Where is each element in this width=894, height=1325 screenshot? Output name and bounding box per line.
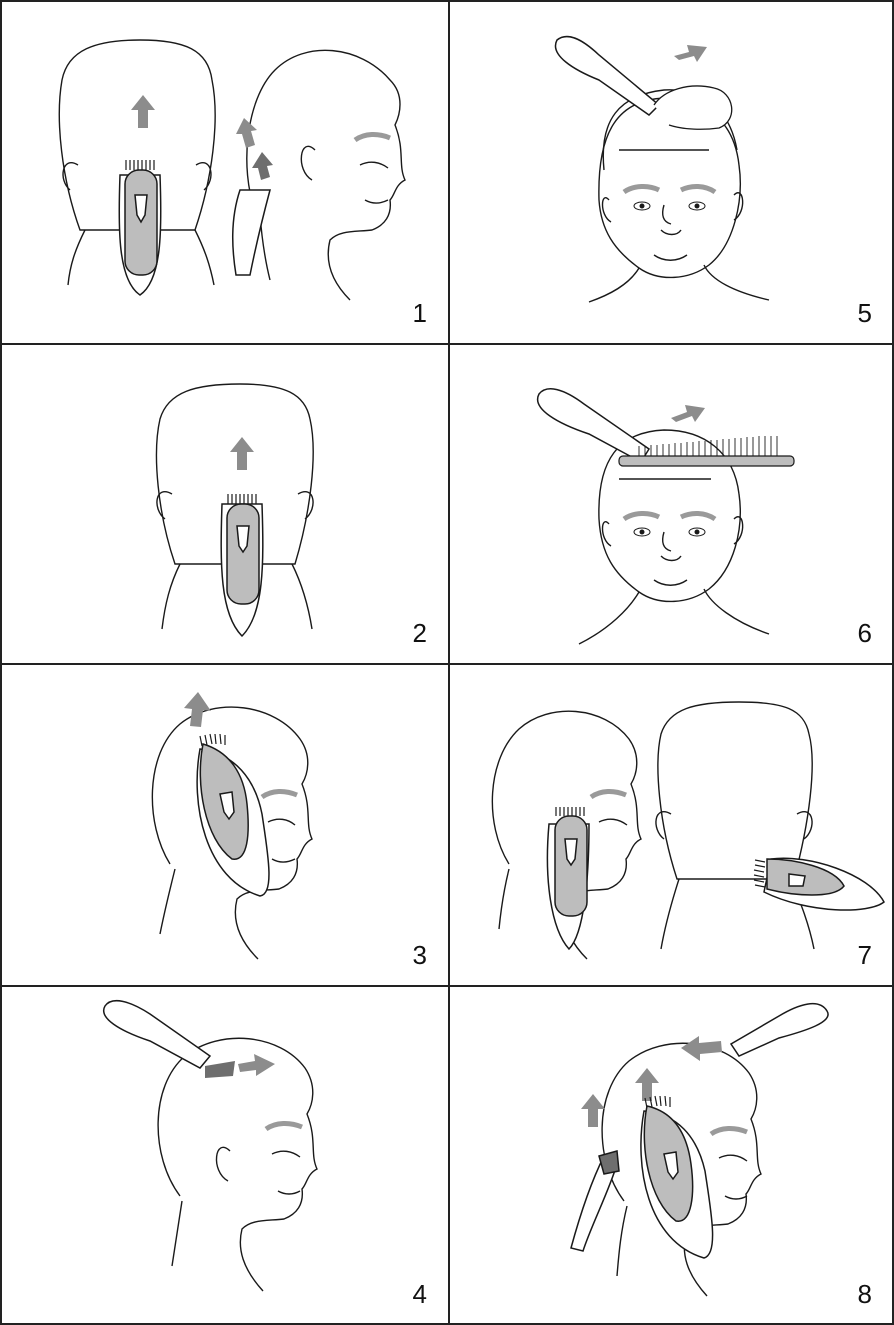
mouth (654, 580, 687, 585)
clipper-side (197, 734, 269, 896)
arrow-right (674, 45, 707, 62)
trimmer (538, 389, 649, 462)
arrow-right-dark (205, 1061, 235, 1078)
arrow-up-side-dark (252, 152, 273, 180)
panel-3: 3 (0, 664, 449, 986)
panel-4: 4 (0, 986, 449, 1325)
hand (654, 86, 732, 129)
step-number: 4 (413, 1281, 427, 1307)
side-ear (301, 146, 315, 180)
right-eyebrow (681, 513, 715, 519)
eyebrow (262, 791, 297, 797)
panel-1: 1 (0, 0, 449, 344)
trimmer (731, 1004, 828, 1056)
ear (216, 1147, 230, 1181)
panel-4-illustration (0, 986, 449, 1325)
trimmer (555, 36, 659, 115)
step-number: 6 (858, 620, 872, 646)
mouth (654, 255, 687, 260)
small-trimmer (571, 1151, 619, 1251)
clipper-back (221, 494, 263, 636)
step-number: 5 (858, 300, 872, 326)
eyebrow (591, 791, 626, 797)
mouth-line (272, 859, 295, 862)
side-head-outline (247, 50, 405, 300)
left-eyebrow (624, 513, 659, 519)
arrow-right (671, 405, 705, 422)
clipper-side (233, 190, 270, 275)
trimmer (104, 1001, 210, 1068)
back-head-outline (658, 702, 812, 879)
panel-6-illustration (449, 344, 894, 664)
arrow-up-side (236, 118, 257, 148)
step-number: 2 (413, 620, 427, 646)
step-number: 1 (413, 300, 427, 326)
panel-2-illustration (0, 344, 449, 664)
panel-5: 5 (449, 0, 894, 344)
clipper-horizontal (754, 858, 884, 910)
arrow-left (681, 1036, 722, 1061)
step-number: 7 (858, 942, 872, 968)
panel-1-illustration (0, 0, 449, 344)
right-eyebrow (681, 186, 715, 192)
panel-6: 6 (449, 344, 894, 664)
right-ear (298, 492, 313, 519)
left-eyebrow (624, 186, 659, 192)
arrow-up-left (581, 1094, 605, 1127)
clipper-side (547, 807, 589, 949)
step-number: 3 (413, 942, 427, 968)
eyebrow (355, 134, 390, 140)
side-head-outline (158, 1038, 317, 1291)
eye-line (268, 819, 295, 825)
panel-2: 2 (0, 344, 449, 664)
arrow-right (238, 1054, 275, 1076)
neck (579, 592, 639, 644)
clipper-back (119, 160, 161, 295)
panel-7: 7 (449, 664, 894, 986)
panel-5-illustration (449, 0, 894, 344)
comb (619, 456, 794, 466)
arrow-up (230, 437, 254, 470)
panel-7-illustration (449, 664, 894, 986)
eyebrow (266, 1123, 302, 1129)
panel-8: 8 (449, 986, 894, 1325)
eyebrow (711, 1128, 747, 1134)
panel-3-illustration (0, 664, 449, 986)
neck (589, 268, 639, 302)
step-number: 8 (858, 1281, 872, 1307)
panel-8-illustration (449, 986, 894, 1325)
clipper-side (641, 1096, 713, 1258)
arrow-up (184, 692, 211, 727)
arrow-up-back (131, 95, 155, 128)
